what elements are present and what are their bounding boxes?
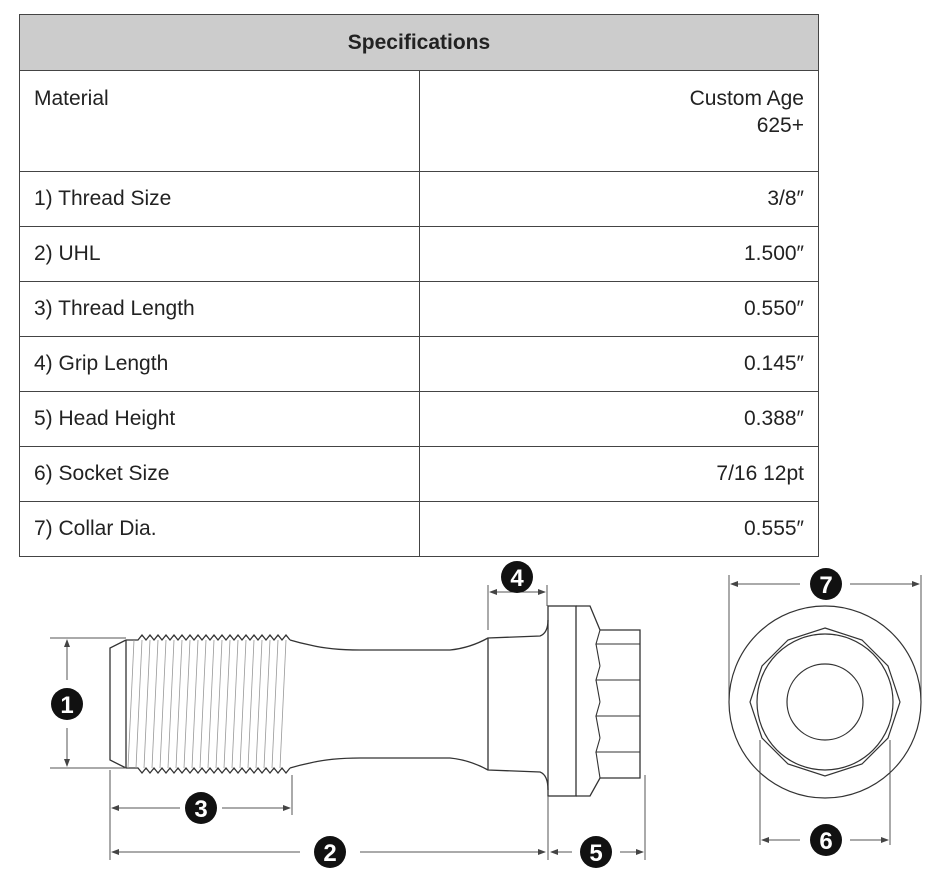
svg-text:1: 1 bbox=[60, 692, 73, 719]
bolt-end-view bbox=[728, 605, 922, 799]
table-row: Material Custom Age 625+ bbox=[19, 70, 819, 172]
value-line-2: 625+ bbox=[756, 114, 804, 137]
svg-text:5: 5 bbox=[589, 840, 602, 867]
svg-text:3: 3 bbox=[194, 796, 207, 823]
row-label: Material bbox=[19, 70, 420, 172]
callout-4-icon: 4 bbox=[501, 561, 533, 593]
row-value: Custom Age 625+ bbox=[418, 70, 819, 172]
row-value: 1.500″ bbox=[418, 226, 819, 282]
row-value: 7/16 12pt bbox=[418, 446, 819, 502]
callout-markers: 1 2 3 4 5 6 7 bbox=[51, 561, 842, 868]
value-line-1: Custom Age bbox=[689, 87, 804, 110]
bolt-side-view bbox=[109, 605, 641, 797]
row-label: 4) Grip Length bbox=[19, 336, 420, 392]
row-value: 0.145″ bbox=[418, 336, 819, 392]
svg-text:7: 7 bbox=[819, 572, 832, 599]
row-label: 1) Thread Size bbox=[19, 171, 420, 227]
svg-text:6: 6 bbox=[819, 828, 832, 855]
table-row: 7) Collar Dia. 0.555″ bbox=[19, 501, 819, 557]
callout-2-icon: 2 bbox=[314, 836, 346, 868]
table-row: 6) Socket Size 7/16 12pt bbox=[19, 446, 819, 502]
bolt-diagram: 1 2 3 4 5 6 7 bbox=[50, 561, 922, 868]
callout-1-icon: 1 bbox=[51, 688, 83, 720]
callout-7-icon: 7 bbox=[810, 568, 842, 600]
table-row: 4) Grip Length 0.145″ bbox=[19, 336, 819, 392]
row-label: 5) Head Height bbox=[19, 391, 420, 447]
row-label: 6) Socket Size bbox=[19, 446, 420, 502]
row-value: 0.555″ bbox=[418, 501, 819, 557]
row-label: 2) UHL bbox=[19, 226, 420, 282]
table-title: Specifications bbox=[19, 14, 819, 71]
callout-3-icon: 3 bbox=[185, 792, 217, 824]
table-header-row: Specifications bbox=[19, 14, 819, 71]
callout-6-icon: 6 bbox=[810, 824, 842, 856]
table-row: 2) UHL 1.500″ bbox=[19, 226, 819, 282]
row-label: 3) Thread Length bbox=[19, 281, 420, 337]
svg-text:2: 2 bbox=[323, 840, 336, 867]
svg-text:4: 4 bbox=[510, 565, 524, 592]
row-value: 0.388″ bbox=[418, 391, 819, 447]
row-value: 0.550″ bbox=[418, 281, 819, 337]
table-row: 5) Head Height 0.388″ bbox=[19, 391, 819, 447]
table-row: 3) Thread Length 0.550″ bbox=[19, 281, 819, 337]
table-row: 1) Thread Size 3/8″ bbox=[19, 171, 819, 227]
specifications-table: Specifications Material Custom Age 625+ 1… bbox=[19, 14, 819, 557]
dimension-lines bbox=[50, 575, 922, 860]
callout-5-icon: 5 bbox=[580, 836, 612, 868]
row-value: 3/8″ bbox=[418, 171, 819, 227]
row-label: 7) Collar Dia. bbox=[19, 501, 420, 557]
